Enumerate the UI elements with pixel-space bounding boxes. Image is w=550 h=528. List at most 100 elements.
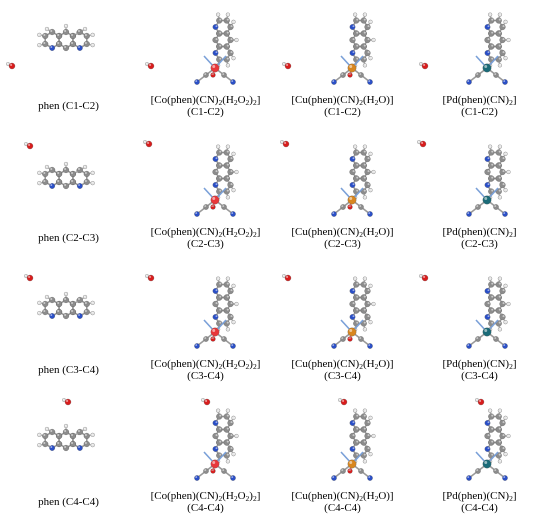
carbon-atom	[216, 294, 223, 301]
panel-caption: phen (C2-C3)	[0, 232, 137, 244]
hydrogen-atom	[503, 415, 508, 420]
nitrogen-atom	[331, 343, 337, 349]
nitrogen-atom	[484, 446, 491, 452]
carbon-atom	[364, 287, 371, 295]
nitrogen-atom	[212, 156, 219, 162]
molecule-structure	[24, 274, 95, 320]
molecule-structure	[280, 140, 376, 217]
carbon-atom	[223, 43, 230, 50]
nitrogen-atom	[212, 446, 219, 452]
panel-caption: [Co(phen)(CN)2(H2O2)2](C4-C4)	[137, 490, 274, 514]
molecule-structure	[417, 140, 511, 217]
hydrogen-atom	[90, 43, 95, 48]
carbon-atom	[42, 308, 49, 316]
formula-text: [Co(phen)(CN)	[150, 358, 219, 370]
hydrogen-atom	[503, 283, 508, 288]
formula-text: ]	[512, 226, 517, 238]
hydrogen-atom	[225, 63, 230, 68]
carbon-atom	[495, 307, 502, 314]
nitrogen-atom	[349, 182, 356, 188]
nitrogen-atom	[331, 79, 337, 85]
carbon-atom	[212, 168, 219, 176]
hydrogen-atom	[497, 276, 502, 281]
caption-site: (C1-C2)	[324, 106, 361, 118]
hydrogen-atom	[353, 276, 358, 281]
hydrogen-atom	[231, 320, 236, 325]
formula-text: [Cu(phen)(CN)	[291, 490, 360, 502]
nitrogen-atom	[194, 343, 200, 349]
hydrogen-atom	[90, 300, 95, 305]
carbon-atom	[227, 313, 234, 321]
panel-caption: phen (C4-C4)	[0, 496, 137, 508]
carbon-atom	[62, 28, 70, 36]
carbon-atom	[49, 428, 56, 436]
carbon-atom	[56, 432, 63, 440]
formula-subscript: 2	[359, 494, 363, 503]
formula-subscript: 2	[218, 362, 223, 371]
hydrogen-atom	[497, 144, 502, 149]
formula-subscript: 2	[218, 98, 223, 107]
hydrogen-atom	[83, 426, 88, 432]
carbon-atom	[62, 428, 70, 436]
hydrogen-atom	[90, 32, 95, 37]
caption-label: phen (C1-C2)	[38, 100, 99, 112]
hydrogen-atom	[231, 188, 236, 193]
carbon-atom	[360, 307, 367, 314]
hydrogen-atom	[63, 423, 69, 429]
carbon-atom	[358, 72, 364, 78]
nitrogen-atom	[484, 50, 491, 56]
hydrogen-atom	[37, 43, 42, 48]
metal-atom	[347, 63, 357, 73]
nitrogen-atom	[466, 211, 472, 217]
nitrogen-atom	[77, 45, 83, 51]
carbon-atom	[227, 445, 234, 453]
carbon-atom	[227, 181, 234, 189]
oxygen-atom	[64, 398, 72, 406]
hydrogen-atom	[353, 12, 358, 17]
nitrogen-atom	[466, 343, 472, 349]
carbon-atom	[62, 444, 70, 452]
nitrogen-atom	[484, 288, 491, 294]
nitrogen-atom	[484, 314, 491, 320]
molecule-structure	[24, 142, 95, 190]
carbon-atom	[69, 300, 76, 308]
carbon-atom	[56, 300, 63, 308]
caption-site: (C2-C3)	[461, 238, 498, 250]
carbon-atom	[364, 155, 371, 163]
formula-subscript: 2	[233, 98, 238, 107]
carbon-atom	[488, 17, 495, 24]
carbon-atom	[62, 182, 70, 190]
nitrogen-atom	[230, 475, 236, 481]
carbon-atom	[349, 300, 356, 308]
water-molecule	[282, 62, 292, 70]
water-molecule	[24, 274, 34, 282]
formula-text: [Cu(phen)(CN)	[291, 94, 360, 106]
formula-subscript: 2	[374, 230, 379, 239]
hydrogen-atom	[37, 443, 42, 448]
carbon-atom	[353, 413, 360, 420]
metal-atom	[482, 63, 492, 73]
carbon-atom	[495, 30, 502, 37]
carbon-atom	[49, 28, 56, 36]
carbon-atom	[360, 439, 367, 446]
carbon-atom	[493, 204, 499, 210]
hydrogen-atom	[37, 181, 42, 186]
hydrogen-atom	[37, 300, 42, 305]
carbon-atom	[353, 307, 360, 314]
carbon-atom	[475, 468, 481, 474]
carbon-atom	[488, 307, 495, 314]
hydrogen-atom	[216, 144, 221, 149]
hydrogen-atom	[368, 452, 373, 457]
nitrogen-atom	[484, 420, 491, 426]
formula-text: [Co(phen)(CN)	[150, 490, 219, 502]
metal-atom	[210, 459, 220, 469]
carbon-atom	[223, 17, 230, 24]
carbon-atom	[488, 175, 495, 182]
formula-text: ]	[512, 358, 517, 370]
carbon-atom	[83, 308, 90, 316]
oxygen-atom	[147, 274, 155, 282]
formula-text: ]	[256, 358, 261, 370]
water-molecule	[145, 274, 155, 282]
panel-cu-c1-c2: [Cu(phen)(CN)2(H2O)](C1-C2)	[274, 0, 411, 132]
formula-text: ]	[512, 94, 517, 106]
